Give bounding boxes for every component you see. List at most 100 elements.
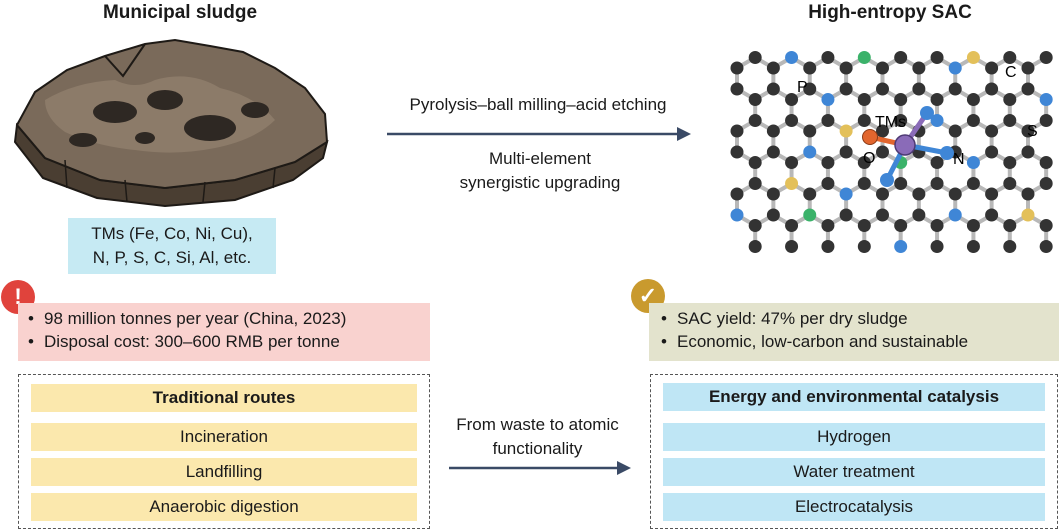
lattice-atom: [766, 82, 780, 96]
lattice-atom: [875, 187, 889, 201]
lattice-atom: [875, 61, 889, 75]
lattice-atom: [894, 51, 908, 64]
lattice-atom: [1003, 114, 1017, 127]
lattice-atom: [1003, 51, 1017, 64]
lattice-atom: [803, 145, 817, 159]
process-sublabel-line: synergistic upgrading: [459, 173, 621, 192]
lattice-atom: [875, 145, 889, 159]
right-title: High-entropy SAC: [808, 2, 972, 23]
lattice-atom: [803, 124, 817, 138]
problems-box: •98 million tonnes per year (China, 2023…: [18, 303, 430, 361]
lattice-atom: [839, 124, 853, 138]
lattice-atom: [821, 114, 835, 127]
lattice-atom: [1039, 240, 1053, 253]
lattice-atom: [730, 124, 744, 138]
lattice-atom: [821, 51, 835, 64]
lattice-atom: [985, 208, 999, 222]
lattice-atom: [730, 61, 744, 75]
applications-frame: Energy and environmental catalysis Hydro…: [650, 374, 1058, 529]
lattice-atom: [930, 93, 944, 106]
lattice-atom: [821, 219, 835, 232]
lattice-atom: [748, 51, 762, 64]
lattice-atom: [1003, 156, 1017, 169]
waste-to-function-arrow: [449, 461, 631, 475]
lattice-atom: [1003, 177, 1017, 190]
metal-atom: [894, 134, 916, 156]
left-title: Municipal sludge: [102, 2, 258, 23]
lattice-atom: [912, 208, 926, 222]
lattice-atom: [785, 219, 799, 232]
lattice-atom: [857, 93, 871, 106]
lattice-atom: [912, 187, 926, 201]
lattice-atom: [785, 240, 799, 253]
lattice-atom: [766, 208, 780, 222]
lattice-atom: [948, 187, 962, 201]
nitrogen-atom: [940, 146, 954, 160]
lattice-atom: [803, 82, 817, 96]
atom-label-c: C: [1005, 64, 1017, 81]
lattice-atom: [875, 82, 889, 96]
problem-item: •98 million tonnes per year (China, 2023…: [28, 309, 347, 328]
lattice-atom: [766, 187, 780, 201]
process-sublabel-line: Multi-element: [488, 149, 592, 168]
lattice-atom: [857, 156, 871, 169]
lattice-atom: [803, 208, 817, 222]
lattice-atom: [1021, 145, 1035, 159]
lattice-atom: [966, 51, 980, 64]
lattice-atom: [930, 240, 944, 253]
lattice-atom: [748, 177, 762, 190]
lattice-atom: [748, 240, 762, 253]
lattice-atom: [948, 208, 962, 222]
lattice-atom: [985, 124, 999, 138]
lattice-atom: [730, 187, 744, 201]
lattice-atom: [948, 124, 962, 138]
lattice-atom: [930, 114, 944, 127]
lattice-atom: [857, 219, 871, 232]
lattice-atom: [748, 93, 762, 106]
atom-label-n: N: [953, 151, 965, 168]
lattice-atom: [748, 114, 762, 127]
lattice-atom: [894, 114, 908, 127]
lattice-atom: [730, 145, 744, 159]
lattice-atom: [966, 177, 980, 190]
lattice-atom: [821, 93, 835, 106]
lattice-atom: [766, 124, 780, 138]
lattice-atom: [1021, 61, 1035, 75]
lattice-atom: [785, 114, 799, 127]
lattice-atom: [930, 156, 944, 169]
nitrogen-atom: [920, 106, 934, 120]
sludge-illustration: [13, 38, 329, 208]
lattice-atom: [748, 156, 762, 169]
traditional-routes-frame: Traditional routes Incineration Landfill…: [18, 374, 430, 529]
lattice-atom: [1039, 177, 1053, 190]
lattice-atom: [985, 61, 999, 75]
lattice-atom: [839, 61, 853, 75]
atom-label-p: P: [797, 79, 808, 96]
lattice-atom: [966, 240, 980, 253]
process-sublabel: Multi-element synergistic upgrading: [395, 147, 685, 195]
lattice-atom: [857, 240, 871, 253]
applications-title: Energy and environmental catalysis: [663, 383, 1045, 411]
benefit-item: •Economic, low-carbon and sustainable: [661, 332, 969, 351]
lattice-atom: [1021, 208, 1035, 222]
lattice-atom: [930, 219, 944, 232]
application-item: Water treatment: [663, 458, 1045, 486]
route-item: Incineration: [31, 423, 417, 451]
lattice-atom: [1021, 187, 1035, 201]
lattice-atom: [748, 219, 762, 232]
atom-label-s: S: [1027, 123, 1038, 140]
lattice-atom: [894, 240, 908, 253]
atom-label-o: O: [863, 150, 875, 167]
lattice-atom: [730, 208, 744, 222]
benefits-box: •SAC yield: 47% per dry sludge •Economic…: [649, 303, 1059, 361]
oxygen-atom: [862, 129, 878, 145]
lattice-atom: [948, 82, 962, 96]
lattice-atom: [930, 177, 944, 190]
waste-to-function-label: From waste to atomic functionality: [420, 413, 655, 461]
nitrogen-atom: [880, 173, 894, 187]
lattice-atom: [966, 219, 980, 232]
lattice-atom: [785, 156, 799, 169]
lattice-atom: [730, 82, 744, 96]
lattice-atom: [930, 51, 944, 64]
lattice-atom: [803, 61, 817, 75]
